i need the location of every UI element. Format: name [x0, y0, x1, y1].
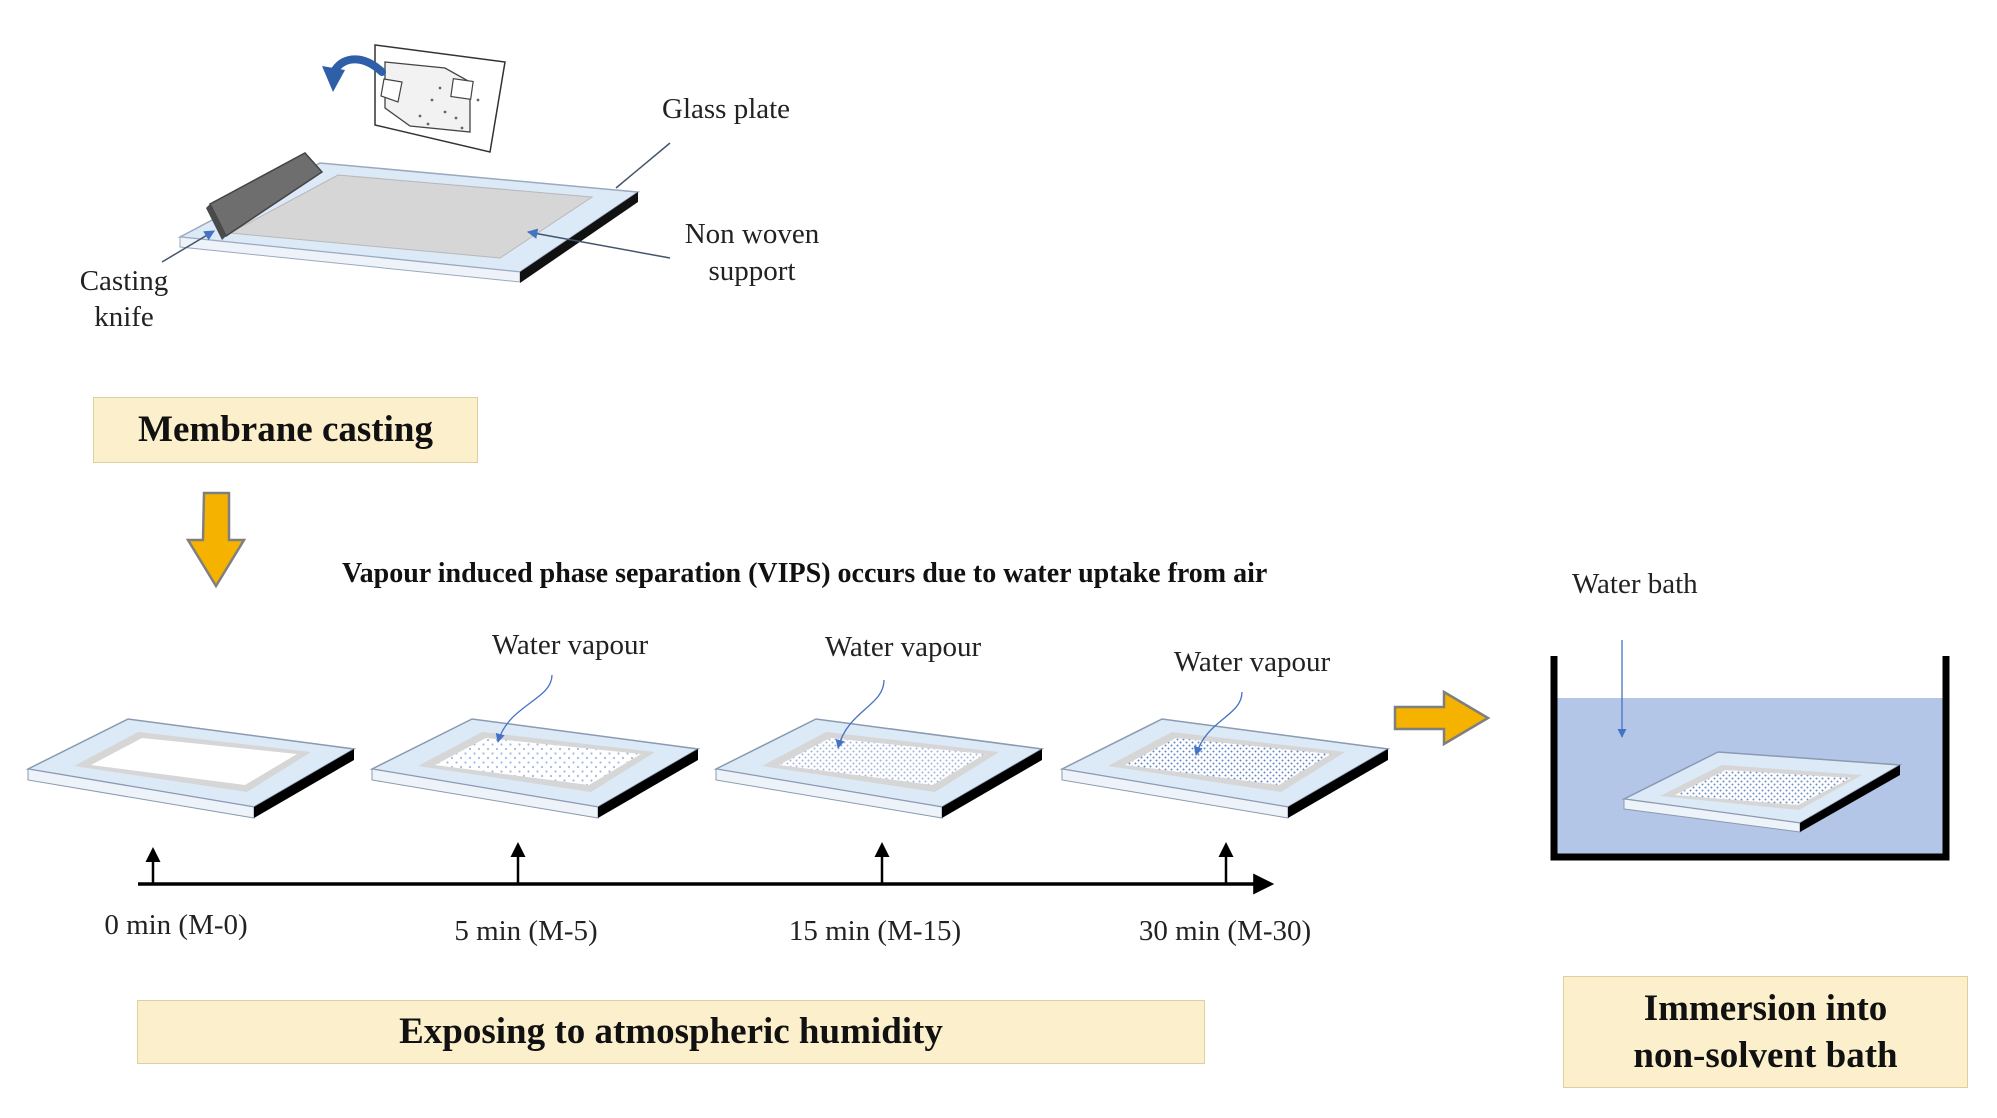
nonwoven-callout	[526, 228, 671, 259]
stage-title-immersion-line2: non-solvent bath	[1633, 1035, 1898, 1076]
bath-container	[1550, 656, 1950, 861]
pouring-bottle-icon	[374, 44, 506, 153]
time-label-m30: 30 min (M-30)	[1138, 915, 1312, 947]
casting-illustration	[161, 44, 671, 283]
nonwoven-label-line2: support	[708, 255, 796, 287]
time-axis	[138, 842, 1275, 895]
vapour-arrow-m5	[495, 674, 553, 743]
vapour-label-m5: Water vapour	[491, 629, 649, 661]
glass-plate-shadow	[520, 192, 638, 283]
stage-title-exposure-text: Exposing to atmospheric humidity	[399, 1011, 943, 1053]
stage-title-immersion-line1: Immersion into	[1643, 987, 1888, 1029]
nonwoven-support	[228, 174, 594, 259]
vips-heading: Vapour induced phase separation (VIPS) o…	[342, 558, 1268, 589]
vapour-arrow-m15	[835, 679, 885, 749]
flow-arrow-right	[1393, 689, 1491, 747]
glass-plate-callout	[615, 142, 671, 189]
nonwoven-label-line1: Non woven	[684, 218, 820, 250]
time-label-m0: 0 min (M-0)	[104, 909, 248, 941]
vapour-arrow-m30	[1193, 691, 1243, 756]
stage-title-casting: Membrane casting	[93, 397, 478, 463]
water-bath	[1550, 640, 1950, 861]
knife-label-line2: knife	[94, 301, 154, 333]
knife-label-line1: Casting	[79, 265, 169, 297]
membrane-plate-m30	[1059, 718, 1391, 819]
time-label-m15: 15 min (M-15)	[788, 915, 962, 947]
casting-knife	[206, 152, 324, 240]
water-bath-label: Water bath	[1572, 568, 1698, 600]
time-label-m5: 5 min (M-5)	[454, 915, 598, 947]
membrane-plate-m15	[713, 718, 1045, 819]
membrane-plate-m0	[25, 718, 357, 819]
vapour-label-m30: Water vapour	[1173, 646, 1331, 678]
knife-callout	[161, 230, 215, 263]
stage-title-immersion: Immersion into non-solvent bath	[1563, 976, 1968, 1088]
membrane-plate-m5	[369, 718, 701, 819]
glass-plate-label: Glass plate	[662, 93, 791, 125]
submerged-membrane	[1621, 751, 1903, 833]
pour-direction-arrow	[331, 55, 386, 76]
vapour-label-m15: Water vapour	[824, 631, 982, 663]
stage-title-exposure: Exposing to atmospheric humidity	[137, 1000, 1205, 1064]
flow-arrow-down	[185, 491, 247, 589]
stage-title-casting-text: Membrane casting	[138, 409, 433, 451]
